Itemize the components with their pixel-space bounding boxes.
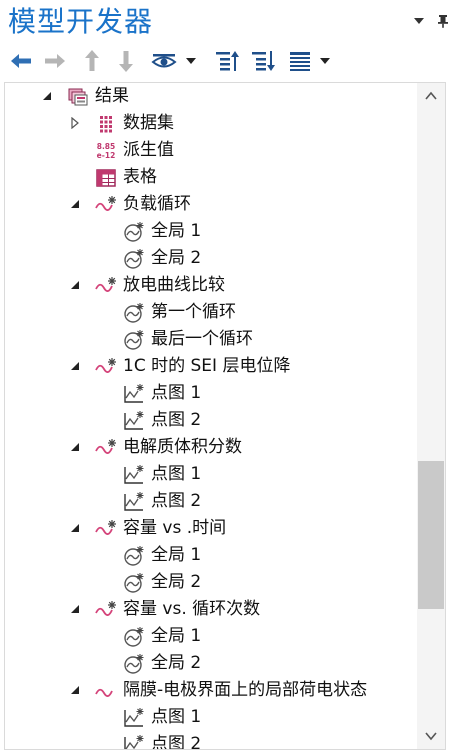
model-tree: 结果 数据集 (5, 83, 417, 749)
forward-arrow-icon[interactable] (42, 48, 68, 74)
model-tree-frame: 结果 数据集 (4, 82, 446, 750)
point-graph-icon (124, 384, 144, 403)
tree-item-label: 全局 1 (151, 221, 202, 241)
derived-values-icon-top: 8.85 (97, 142, 116, 151)
expanded-triangle-icon[interactable] (69, 360, 81, 372)
expanded-triangle-icon[interactable] (69, 522, 81, 534)
tree-item-label: 全局 1 (151, 545, 202, 565)
tree-item-label: 点图 2 (151, 734, 202, 749)
global-plot-icon (124, 546, 144, 566)
tree-item-label: 隔膜-电极界面上的局部荷电状态 (123, 680, 368, 700)
point-graph-icon (124, 411, 144, 430)
point-graph-icon (124, 735, 144, 749)
tree-item-label: 负载循环 (123, 194, 191, 214)
pin-icon[interactable] (436, 14, 450, 28)
global-plot-icon (124, 627, 144, 647)
expand-all-icon[interactable] (250, 48, 278, 74)
tree-item-label: 容量 vs. 循环次数 (123, 599, 261, 619)
scrollbar-thumb[interactable] (418, 461, 444, 609)
scroll-down-chevron-icon[interactable] (424, 729, 438, 743)
title-controls (412, 14, 450, 28)
plot-group-1d-icon (95, 277, 116, 292)
tree-item-label: 1C 时的 SEI 层电位降 (123, 356, 291, 376)
move-down-arrow-icon[interactable] (114, 48, 138, 74)
plot-group-1d-icon (95, 601, 116, 616)
toolbar (0, 44, 460, 78)
list-view-icon[interactable] (288, 48, 312, 74)
global-plot-icon (124, 222, 144, 242)
global-plot-icon (124, 303, 144, 323)
tree-item-label: 派生值 (123, 140, 174, 160)
tree-item-label: 点图 1 (151, 383, 202, 403)
collapse-all-icon[interactable] (214, 48, 242, 74)
tree-item-label: 全局 2 (151, 248, 202, 268)
tree-item-label: 全局 1 (151, 626, 202, 646)
derived-values-icon-bottom: e-12 (97, 151, 116, 160)
tree-item-label: 电解质体积分数 (123, 437, 242, 457)
plot-group-1d-icon (95, 520, 116, 535)
tree-item-label: 最后一个循环 (151, 329, 253, 349)
panel-title: 模型开发器 (8, 5, 154, 38)
expanded-triangle-icon[interactable] (69, 198, 81, 210)
expanded-triangle-icon[interactable] (69, 441, 81, 453)
global-plot-icon (124, 654, 144, 674)
global-plot-icon (124, 573, 144, 593)
move-up-arrow-icon[interactable] (80, 48, 104, 74)
tree-item-label: 数据集 (123, 113, 174, 133)
show-dropdown-chevron-icon[interactable] (184, 48, 198, 74)
tree-item-label: 放电曲线比较 (123, 275, 225, 295)
expanded-triangle-icon[interactable] (69, 603, 81, 615)
tree-item-label: 全局 2 (151, 572, 202, 592)
scroll-up-chevron-icon[interactable] (424, 89, 438, 103)
expanded-triangle-icon[interactable] (41, 90, 53, 102)
panel-menu-dropdown-icon[interactable] (412, 14, 426, 28)
tree-item-label: 第一个循环 (151, 302, 236, 322)
point-graph-icon (124, 708, 144, 727)
global-plot-icon (124, 330, 144, 350)
derived-values-number-icon: 8.85 e-12 (97, 142, 116, 160)
list-view-dropdown-chevron-icon[interactable] (318, 48, 332, 74)
back-arrow-icon[interactable] (8, 48, 34, 74)
data-sets-grid-icon (99, 115, 113, 133)
plot-group-1d-icon (95, 688, 113, 697)
plot-group-1d-icon (95, 358, 116, 373)
table-icon (96, 169, 116, 187)
point-graph-icon (124, 465, 144, 484)
vertical-scrollbar[interactable] (417, 83, 445, 749)
tree-item-label: 容量 vs .时间 (123, 518, 227, 538)
show-eye-icon[interactable] (150, 48, 178, 74)
results-folder-icon (68, 88, 88, 106)
point-graph-icon (124, 492, 144, 511)
panel-title-bar: 模型开发器 (0, 0, 460, 44)
plot-group-1d-icon (95, 439, 116, 454)
tree-item-label: 点图 1 (151, 464, 202, 484)
tree-item-label: 点图 2 (151, 491, 202, 511)
collapsed-triangle-icon[interactable] (69, 117, 81, 129)
global-plot-icon (124, 249, 144, 269)
tree-item-label: 全局 2 (151, 653, 202, 673)
tree-item-label: 表格 (123, 167, 157, 187)
expanded-triangle-icon[interactable] (69, 279, 81, 291)
tree-item-label: 点图 2 (151, 410, 202, 430)
tree-item-label: 点图 1 (151, 707, 202, 727)
tree-item-label: 结果 (95, 86, 129, 106)
plot-group-1d-icon (95, 196, 116, 211)
expanded-triangle-icon[interactable] (69, 684, 81, 696)
